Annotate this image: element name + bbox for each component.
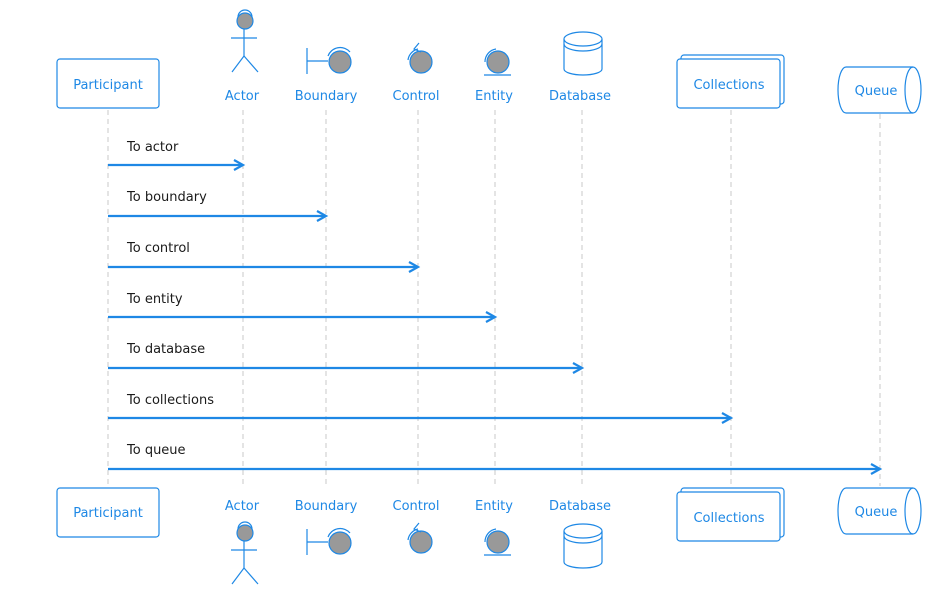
control-icon: [407, 522, 433, 554]
queue-label: Queue: [855, 505, 898, 520]
entity-bottom: Entity: [475, 499, 513, 556]
queue-icon: [837, 66, 922, 114]
message-label: To queue: [126, 443, 186, 458]
queue-label: Queue: [855, 84, 898, 99]
message-to-queue: To queue: [108, 443, 883, 475]
control-bottom: Control: [393, 499, 440, 554]
collections-box-bottom: Collections: [676, 487, 785, 542]
message-to-boundary: To boundary: [108, 190, 329, 222]
message-label: To collections: [126, 393, 214, 408]
entity-label: Entity: [475, 89, 513, 104]
message-to-collections: To collections: [108, 393, 734, 424]
boundary-icon: [306, 527, 352, 555]
message-to-control: To control: [108, 241, 421, 273]
entity-icon: [484, 48, 511, 76]
message-to-actor: To actor: [108, 140, 246, 171]
message-label: To entity: [126, 292, 183, 307]
actor-label: Actor: [225, 89, 260, 104]
actor-icon: [231, 521, 259, 585]
participant-label: Participant: [73, 506, 143, 521]
queue-icon: [837, 487, 922, 535]
message-to-entity: To entity: [108, 292, 498, 323]
participant-box-top: Participant: [56, 58, 160, 109]
collections-label: Collections: [693, 511, 764, 526]
participant-label: Participant: [73, 78, 143, 93]
messages: To actor To boundary To control To entit…: [108, 140, 883, 475]
control-top: Control: [393, 42, 440, 104]
lifelines: [107, 110, 881, 486]
boundary-label: Boundary: [295, 499, 358, 514]
control-label: Control: [393, 499, 440, 514]
queue-top: Queue: [837, 66, 922, 114]
collections-box-top: Collections: [676, 54, 785, 109]
actor-icon: [231, 9, 259, 73]
message-label: To actor: [126, 140, 179, 155]
database-label: Database: [549, 499, 611, 514]
entity-top: Entity: [475, 48, 513, 104]
queue-bottom: Queue: [837, 487, 922, 535]
message-label: To control: [126, 241, 190, 256]
boundary-top: Boundary: [295, 46, 358, 104]
database-bottom: Database: [549, 499, 611, 569]
message-label: To boundary: [126, 190, 207, 205]
database-icon: [563, 523, 603, 569]
boundary-label: Boundary: [295, 89, 358, 104]
message-to-database: To database: [108, 342, 585, 374]
participant-box-bottom: Participant: [56, 487, 160, 538]
actor-top: Actor: [225, 9, 260, 104]
database-top: Database: [549, 31, 611, 104]
actor-label: Actor: [225, 499, 260, 514]
database-label: Database: [549, 89, 611, 104]
entity-label: Entity: [475, 499, 513, 514]
entity-icon: [484, 528, 511, 556]
database-icon: [563, 31, 603, 76]
message-label: To database: [126, 342, 205, 357]
boundary-bottom: Boundary: [295, 499, 358, 555]
collections-label: Collections: [693, 78, 764, 93]
control-icon: [407, 42, 433, 74]
actor-bottom: Actor: [225, 499, 260, 585]
control-label: Control: [393, 89, 440, 104]
boundary-icon: [306, 46, 352, 74]
